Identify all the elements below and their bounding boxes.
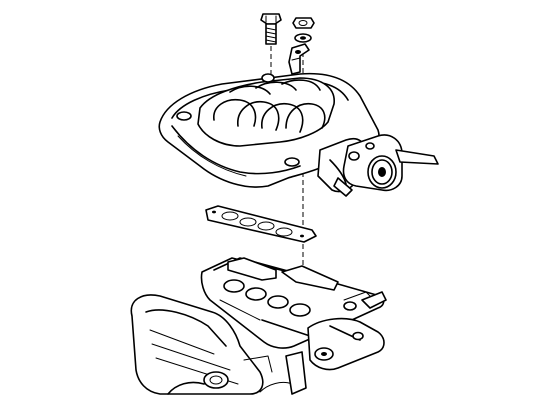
- nut-icon: [292, 17, 315, 29]
- engine-icon: [130, 291, 387, 395]
- gasket-icon: [205, 205, 317, 243]
- bolt-icon: [260, 13, 282, 45]
- throttle-body-icon: [333, 134, 439, 197]
- bracket-icon: [288, 43, 310, 75]
- washer-icon: [294, 33, 312, 43]
